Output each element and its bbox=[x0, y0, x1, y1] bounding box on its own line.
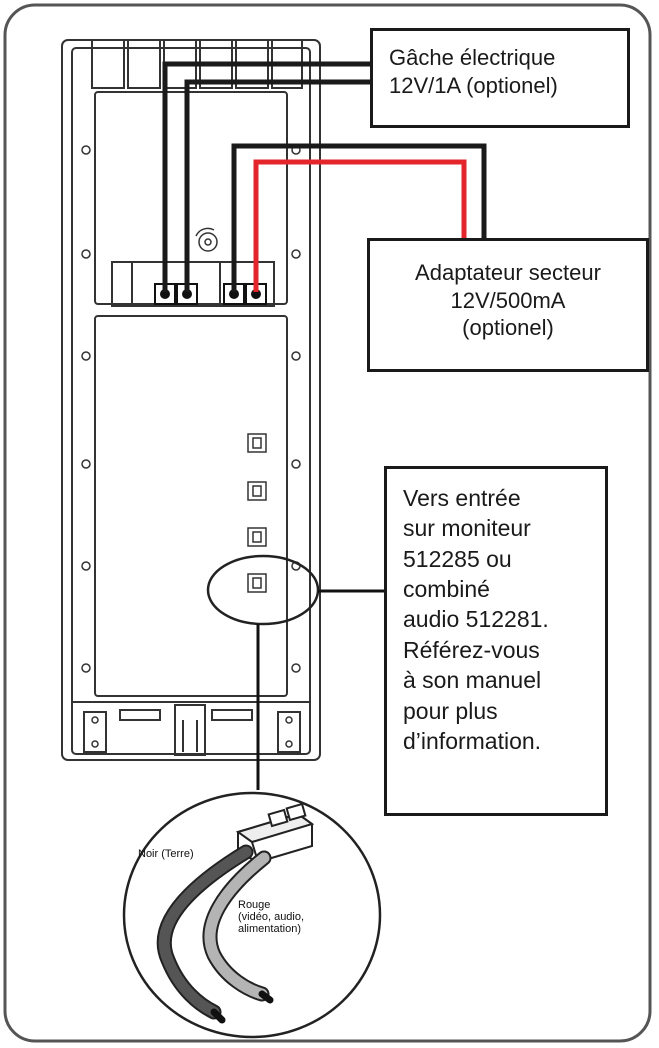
monitor-label-line: 512285 ou bbox=[403, 545, 512, 572]
monitor-label-box: Vers entrée sur moniteur 512285 ou combi… bbox=[384, 466, 608, 816]
monitor-label-line: sur moniteur bbox=[403, 515, 531, 542]
outer-frame bbox=[3, 3, 652, 1043]
strike-label-line1: Gâche électrique bbox=[389, 45, 556, 70]
adapter-label-line1: Adaptateur secteur bbox=[415, 260, 601, 285]
monitor-label-line: d’information. bbox=[403, 727, 542, 754]
adapter-wire-black bbox=[231, 143, 487, 292]
red-wire-label-line1: Rouge bbox=[238, 899, 271, 911]
strike-wires bbox=[162, 61, 372, 292]
monitor-label-line: à son manuel bbox=[403, 667, 542, 694]
adapter-label-line2: 12V/500mA bbox=[450, 287, 566, 313]
connector-sockets bbox=[247, 433, 267, 593]
monitor-label-line: Référez-vous bbox=[403, 636, 540, 663]
monitor-label-line: Vers entrée bbox=[403, 485, 521, 511]
adjust-knob-icon bbox=[195, 227, 218, 252]
adapter-label-box: Adaptateur secteur 12V/500mA (optionel) bbox=[367, 238, 649, 372]
monitor-label-line: combiné bbox=[403, 576, 490, 603]
black-wire-label: Noir (Terre) bbox=[138, 848, 194, 860]
screw-holes bbox=[81, 145, 301, 748]
red-wire-label: Rouge (vidéo, audio, alimentation) bbox=[238, 899, 304, 935]
terminal-screws bbox=[154, 283, 267, 305]
adapter-label-line3: (optionel) bbox=[462, 315, 554, 340]
red-wire-label-line2: (vidéo, audio, bbox=[238, 911, 305, 924]
adapter-wire-red bbox=[253, 159, 467, 292]
monitor-label-line: pour plus bbox=[403, 697, 498, 724]
detail-circle bbox=[122, 791, 382, 1039]
strike-label-box: Gâche électrique 12V/1A (optionel) bbox=[370, 28, 630, 128]
connector-cables bbox=[156, 844, 274, 1024]
monitor-label-line: audio 512281. bbox=[403, 606, 549, 633]
connector-plug-icon bbox=[235, 802, 315, 864]
red-wire-label-line3: alimentation) bbox=[238, 923, 301, 936]
strike-label-line2: 12V/1A (optionel) bbox=[389, 72, 558, 98]
